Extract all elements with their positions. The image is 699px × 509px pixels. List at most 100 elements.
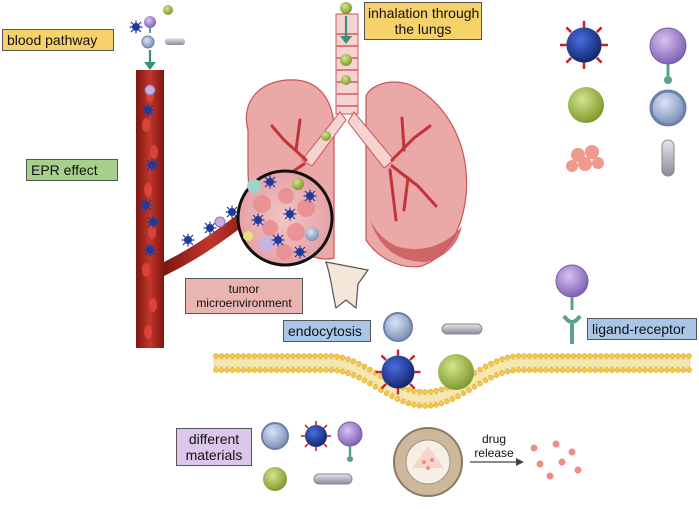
lipid-head xyxy=(510,367,516,374)
lipid-head xyxy=(284,367,291,373)
lipid-head xyxy=(532,367,538,373)
lipid-head xyxy=(394,396,401,402)
lipid-head xyxy=(532,353,538,359)
lipid-head xyxy=(328,367,335,373)
lipid-head xyxy=(614,353,621,359)
lipid-head xyxy=(658,367,665,373)
lipid-head xyxy=(361,363,368,370)
drug-line1: drug xyxy=(481,432,507,446)
lipid-head xyxy=(301,367,307,373)
lipid-head xyxy=(482,363,489,370)
lipid-head xyxy=(609,353,615,359)
lipid-head xyxy=(477,380,483,387)
lipid-head xyxy=(312,367,318,373)
lipid-head xyxy=(664,367,670,373)
lipid-head xyxy=(565,367,571,373)
lipid-head xyxy=(389,393,395,400)
lipid-head xyxy=(598,367,604,373)
lipid-head xyxy=(290,353,296,359)
lipid-head xyxy=(631,367,637,373)
lipid-head xyxy=(493,372,500,379)
different-line2: materials xyxy=(185,447,243,463)
lipid-head xyxy=(224,353,230,359)
lipid-head xyxy=(422,403,428,409)
lipid-head xyxy=(680,353,687,359)
lipid-head xyxy=(620,353,626,359)
lipid-head xyxy=(669,367,676,373)
lipid-head xyxy=(642,353,648,359)
different-materials-label: different materials xyxy=(176,428,252,466)
lipid-head xyxy=(554,353,560,359)
lipid-head xyxy=(240,353,247,359)
lipid-head xyxy=(455,393,461,400)
lipid-head xyxy=(246,353,252,359)
lipid-head xyxy=(609,367,615,373)
lipid-head xyxy=(647,353,654,359)
lipid-head xyxy=(526,353,533,359)
lipid-head xyxy=(587,367,593,373)
lipid-head xyxy=(592,353,599,359)
lipid-head xyxy=(614,367,621,373)
lipid-head xyxy=(273,353,280,359)
lipid-head xyxy=(268,367,274,373)
lipid-head xyxy=(218,367,225,373)
lipid-head xyxy=(504,368,511,375)
lipid-head xyxy=(664,353,670,359)
different-line1: different xyxy=(188,431,240,447)
lipid-head xyxy=(372,383,379,390)
tumor-region xyxy=(236,169,334,267)
lipid-head xyxy=(284,353,291,359)
lipid-head xyxy=(218,353,225,359)
lipid-head xyxy=(361,377,368,384)
lipid-head xyxy=(581,367,588,373)
lipid-head xyxy=(493,358,500,365)
lipid-head xyxy=(669,353,676,359)
ligand-receptor-label: ligand-receptor xyxy=(587,318,697,340)
drug-capsule-icon xyxy=(393,427,582,497)
inhalation-label: inhalation through the lungs xyxy=(364,2,482,40)
lipid-head xyxy=(273,367,280,373)
lipid-head xyxy=(647,367,654,373)
lipid-head xyxy=(317,367,324,373)
lipid-head xyxy=(543,367,549,373)
endocytosis-label: endocytosis xyxy=(283,320,371,342)
lipid-head xyxy=(521,367,527,373)
lipid-head xyxy=(279,367,285,373)
epr-effect-label: EPR effect xyxy=(26,159,118,181)
lipid-head xyxy=(235,367,241,373)
lipid-head xyxy=(334,353,340,360)
lipid-head xyxy=(339,368,346,375)
lipid-head xyxy=(306,367,313,373)
lipid-head xyxy=(224,367,230,373)
lipid-head xyxy=(427,388,434,395)
lipid-head xyxy=(301,353,307,359)
lipid-head xyxy=(345,370,351,376)
lipid-head xyxy=(312,353,318,359)
lipid-head xyxy=(510,353,516,360)
lipid-head xyxy=(587,353,593,359)
lipid-head xyxy=(433,401,439,408)
lipid-head xyxy=(229,367,236,373)
blood-pathway-label: blood pathway xyxy=(2,29,114,51)
lipid-head xyxy=(680,367,687,373)
materials-legend xyxy=(558,19,687,177)
lipid-head xyxy=(345,356,351,362)
lipid-head xyxy=(433,387,439,394)
lipid-head xyxy=(521,353,527,359)
drug-line2: release xyxy=(474,446,514,460)
lipid-head xyxy=(581,353,588,359)
lipid-head xyxy=(537,367,544,373)
lipid-head xyxy=(598,353,604,359)
lipid-head xyxy=(339,354,346,361)
lipid-head xyxy=(317,353,324,359)
lipid-head xyxy=(422,389,428,395)
lipid-head xyxy=(213,367,219,373)
lipid-head xyxy=(543,353,549,359)
lipid-head xyxy=(499,356,505,362)
lipid-head xyxy=(356,374,362,381)
lipid-head xyxy=(229,353,236,359)
lipid-head xyxy=(400,398,406,405)
inhalation-line2: the lungs xyxy=(394,21,452,37)
lipid-head xyxy=(449,396,456,402)
lipid-head xyxy=(405,386,412,393)
